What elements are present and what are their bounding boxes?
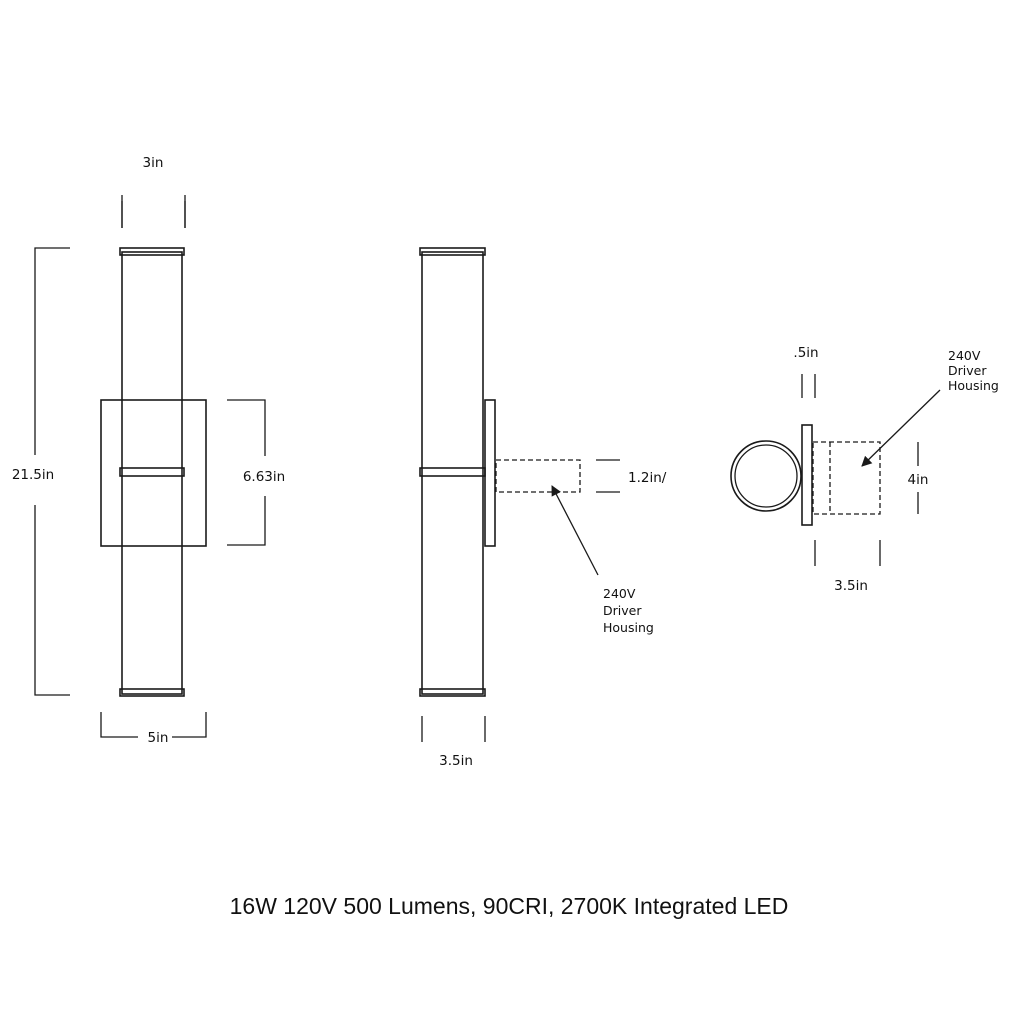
top-tube-outer xyxy=(730,440,802,512)
front-backplate xyxy=(100,399,207,547)
dim-ticks-top-depth xyxy=(814,540,881,566)
dim-ticks-top-plate-thickness xyxy=(801,374,816,398)
dim-side-depth: 3.5in xyxy=(439,753,473,769)
spec-text: 16W 120V 500 Lumens, 90CRI, 2700K Integr… xyxy=(229,893,789,919)
front-tube xyxy=(121,251,183,695)
side-driver-leader-arrow xyxy=(551,485,599,576)
side-driver-label-1: 240V xyxy=(603,586,636,601)
dim-top-width: 3in xyxy=(143,155,164,171)
dim-height: 21.5in xyxy=(12,467,54,483)
dim-ticks-side-driver-height xyxy=(596,459,620,493)
side-driver-label-2: Driver xyxy=(603,603,642,618)
dim-top-driver-height: 4in xyxy=(908,472,929,488)
side-backplate xyxy=(484,399,496,547)
front-top-cap xyxy=(119,247,185,256)
side-driver-label-3: Housing xyxy=(603,620,654,635)
top-backplate xyxy=(801,424,813,526)
top-driver-housing xyxy=(812,441,881,515)
dim-ticks-side-depth xyxy=(421,716,486,742)
side-bottom-cap xyxy=(419,688,486,697)
front-middle-band xyxy=(119,467,185,477)
top-driver-label-3: Housing xyxy=(948,378,999,393)
front-bottom-cap xyxy=(119,688,185,697)
top-view: .5in 240V Driver Housing 4in 3.5in xyxy=(730,345,999,594)
top-driver-label-2: Driver xyxy=(948,363,987,378)
side-driver-housing xyxy=(495,459,581,493)
dim-top-depth: 3.5in xyxy=(834,578,868,594)
top-driver-label-1: 240V xyxy=(948,348,981,363)
dim-bracket-height xyxy=(34,247,70,696)
top-driver-leader-arrow xyxy=(861,389,941,467)
dim-bracket-bottom-width xyxy=(100,712,207,738)
dim-bottom-width: 5in xyxy=(148,730,169,746)
side-tube xyxy=(421,251,484,695)
side-middle-band xyxy=(419,467,486,477)
dim-top-plate-thickness: .5in xyxy=(793,345,818,361)
dim-plate-height: 6.63in xyxy=(243,469,285,485)
dim-side-driver-height: 1.2in/ xyxy=(628,470,667,486)
side-top-cap xyxy=(419,247,486,256)
dim-bracket-plate-height xyxy=(227,399,266,546)
front-view: 3in 21.5in 6.63in 5in xyxy=(12,155,285,746)
side-view: 1.2in/ 240V Driver Housing 3.5in xyxy=(419,247,667,769)
top-tube-inner xyxy=(734,444,798,508)
